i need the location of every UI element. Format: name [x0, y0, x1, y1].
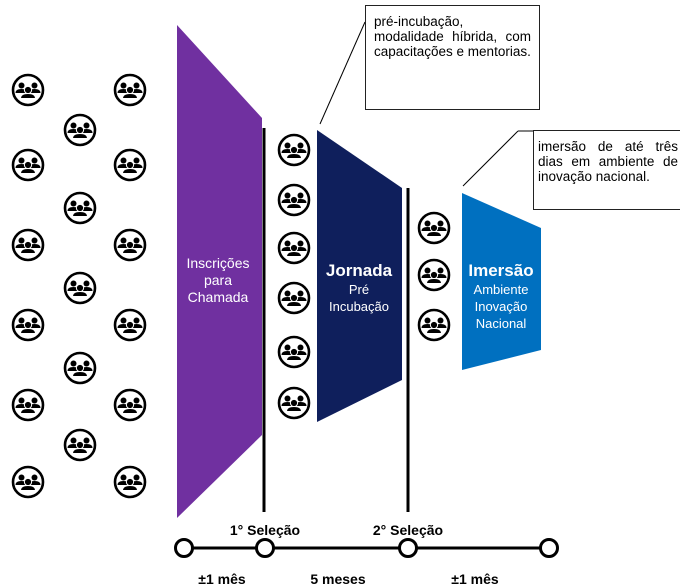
callout-imersao-text: imersão de até três dias em ambiente de …: [538, 139, 678, 184]
group-people-icon: [277, 281, 311, 315]
group-people-icon: [113, 465, 147, 499]
selection-2-label: 2° Seleção: [373, 522, 443, 538]
group-people-icon: [63, 271, 97, 305]
timeline-node-end: [539, 538, 559, 558]
stage-imersao-line-2: Inovação: [475, 299, 528, 314]
group-people-icon: [113, 228, 147, 262]
group-people-icon: [113, 388, 147, 422]
stage-inscricoes-line-1: Inscrições: [186, 255, 249, 271]
stage-imersao-shape: [462, 193, 541, 370]
callout-imersao: imersão de até três dias em ambiente de …: [533, 130, 680, 210]
stage-inscricoes-line-2: para: [204, 272, 232, 288]
stage-inscricoes-line-3: Chamada: [188, 289, 249, 305]
group-people-icon: [11, 148, 45, 182]
stage-imersao-line-3: Nacional: [476, 316, 527, 331]
timeline-node-selection-2: [398, 538, 418, 558]
duration-label-3: ±1 mês: [451, 571, 499, 587]
callout-pre-incubacao-text: pré-incubação, modalidade híbrida, com c…: [374, 14, 531, 59]
stage-imersao-line-1: Ambiente: [474, 282, 529, 297]
group-people-icon: [277, 183, 311, 217]
timeline-node-selection-1: [255, 538, 275, 558]
group-people-icon: [11, 73, 45, 107]
group-people-icon: [63, 351, 97, 385]
group-people-icon: [11, 308, 45, 342]
group-people-icon: [11, 228, 45, 262]
duration-label-2: 5 meses: [310, 571, 365, 587]
duration-label-1: ±1 mês: [198, 571, 246, 587]
callout-2-connector: [462, 130, 519, 187]
group-people-icon: [277, 133, 311, 167]
group-people-icon: [63, 428, 97, 462]
stage-jornada-line-1: Pré: [349, 282, 369, 297]
group-people-icon: [277, 335, 311, 369]
stage-inscricoes-shape: [177, 25, 262, 518]
group-people-icon: [63, 191, 97, 225]
callout-pre-incubacao: pré-incubação, modalidade híbrida, com c…: [365, 5, 540, 110]
group-people-icon: [63, 113, 97, 147]
stage-jornada-shape: [317, 130, 402, 422]
stage-imersao-title: Imersão: [468, 261, 533, 280]
callout-1-connector: [319, 21, 366, 125]
stage-jornada-title: Jornada: [326, 261, 393, 280]
group-people-icon: [113, 73, 147, 107]
stage-jornada-line-2: Incubação: [329, 299, 389, 314]
group-people-icon: [277, 231, 311, 265]
group-people-icon: [113, 308, 147, 342]
group-people-icon: [11, 465, 45, 499]
selection-1-label: 1° Seleção: [230, 522, 300, 538]
group-people-icon: [417, 308, 451, 342]
group-people-icon: [11, 388, 45, 422]
group-people-icon: [417, 211, 451, 245]
group-people-icon: [113, 148, 147, 182]
timeline-node-start: [174, 538, 194, 558]
group-people-icon: [277, 386, 311, 420]
group-people-icon: [417, 258, 451, 292]
